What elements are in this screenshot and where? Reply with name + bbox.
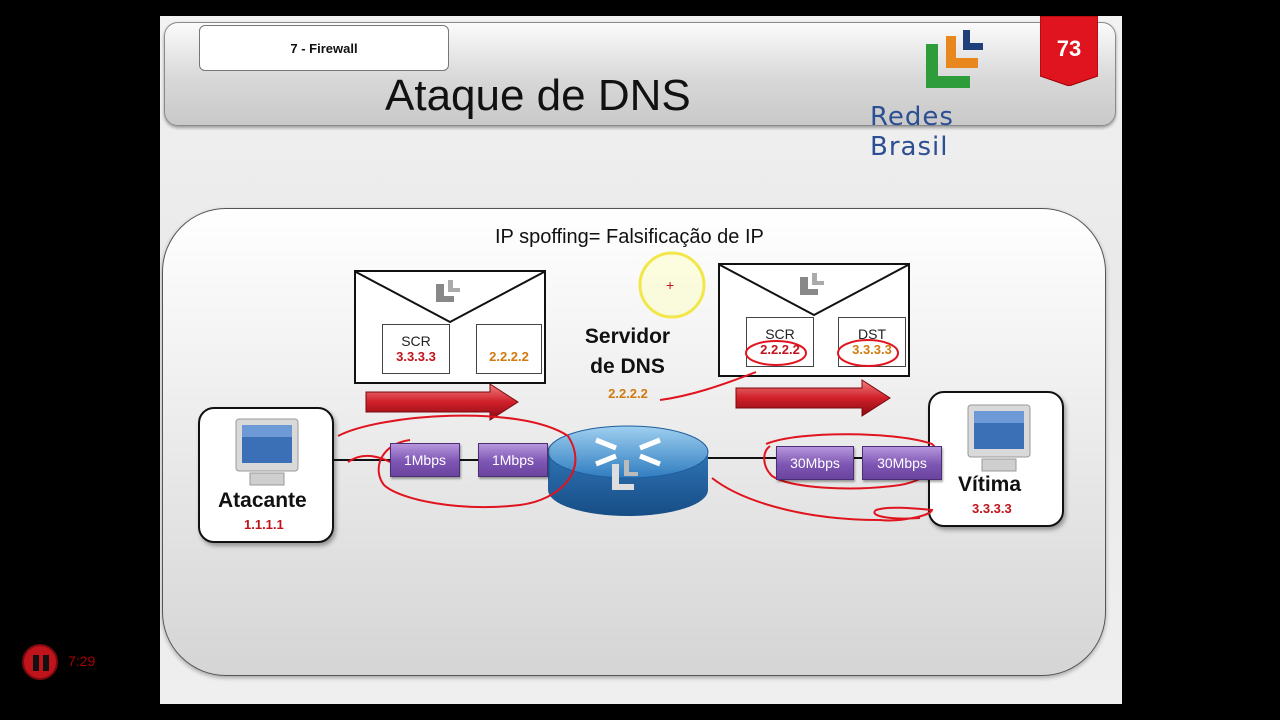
right-dst-value: 3.3.3.3 xyxy=(852,342,892,357)
left-dst-value: 2.2.2.2 xyxy=(489,349,529,364)
link-speed-box: 30Mbps xyxy=(862,446,942,480)
brand-name: Redes Brasil xyxy=(870,102,954,162)
left-src-value: 3.3.3.3 xyxy=(396,349,436,364)
link-speed-box: 1Mbps xyxy=(478,443,548,477)
cursor-marker: + xyxy=(666,277,674,293)
right-src-field: SCR 2.2.2.2 xyxy=(746,317,814,367)
annotation-server-to-env xyxy=(659,371,757,401)
annotation-circle-left-links xyxy=(337,414,577,508)
left-packet-envelope: SCR 3.3.3.3 2.2.2.2 xyxy=(354,270,546,384)
cursor-highlight xyxy=(638,251,706,319)
link-speed-box: 30Mbps xyxy=(776,446,854,480)
dns-server-ip: 2.2.2.2 xyxy=(608,386,648,401)
left-src-label: SCR xyxy=(401,333,431,349)
victim-name: Vítima xyxy=(958,473,1022,496)
diagram-caption: IP spoffing= Falsificação de IP xyxy=(495,226,764,248)
page-number: 73 xyxy=(1056,36,1082,61)
link-speed-box: 1Mbps xyxy=(390,443,460,477)
victim-node: Vítima 3.3.3.3 xyxy=(928,391,1064,527)
victim-ip: 3.3.3.3 xyxy=(972,501,1012,516)
computer-icon xyxy=(235,418,299,486)
dns-server-label: Servidor de DNS xyxy=(584,325,671,378)
annotation-squiggle-left xyxy=(347,455,391,463)
attacker-ip: 1.1.1.1 xyxy=(244,517,284,532)
annotation-dst-circle xyxy=(837,339,899,367)
playback-time: 7:29 xyxy=(68,653,96,669)
brand-mark-icon xyxy=(926,30,983,88)
page-badge xyxy=(1040,16,1098,86)
computer-icon xyxy=(967,404,1031,472)
pause-button[interactable] xyxy=(22,644,58,680)
annotation-underline-router xyxy=(711,477,934,522)
envelope-flap-icon xyxy=(356,272,544,324)
attacker-node: Atacante 1.1.1.1 xyxy=(198,407,334,543)
right-src-label: SCR xyxy=(765,326,795,342)
right-dst-label: DST xyxy=(858,326,886,342)
flow-arrow-right xyxy=(735,379,891,417)
slide-header: 7 - Firewall Ataque de DNS xyxy=(164,22,1116,126)
section-tab: 7 - Firewall xyxy=(199,25,449,71)
envelope-flap-icon xyxy=(720,265,908,317)
left-src-field: SCR 3.3.3.3 xyxy=(382,324,450,374)
left-dst-field: 2.2.2.2 xyxy=(476,324,542,374)
attacker-name: Atacante xyxy=(218,489,307,512)
flow-arrow-left xyxy=(365,383,519,421)
annotation-circle-right-links xyxy=(763,433,940,490)
pause-icon xyxy=(33,655,39,671)
brand-logo: Redes Brasil xyxy=(870,26,1050,162)
annotation-src-circle xyxy=(745,340,807,366)
right-src-value: 2.2.2.2 xyxy=(760,342,800,357)
slide-title: Ataque de DNS xyxy=(385,71,691,120)
dns-router-icon xyxy=(547,425,709,516)
